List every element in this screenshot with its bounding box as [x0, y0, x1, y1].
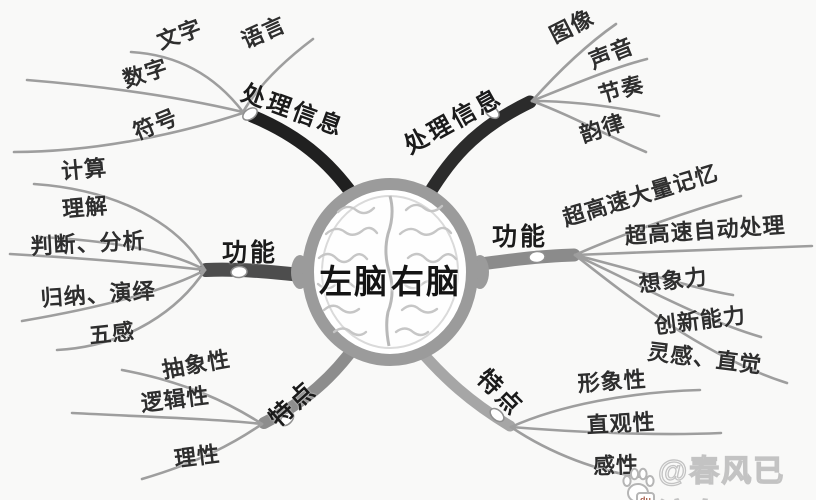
- line-luoji: [70, 411, 264, 426]
- line-memory: [573, 194, 743, 257]
- line-xingxiang: [509, 388, 702, 429]
- branch-beads: [230, 104, 546, 427]
- node-calculation: 计算: [60, 155, 109, 184]
- branch-left-traits: [258, 339, 362, 429]
- branch-label-left-function: 功能: [221, 239, 279, 267]
- line-shengyin: [530, 57, 649, 103]
- line-shuzi: [25, 78, 245, 114]
- line-imagination: [573, 253, 735, 297]
- line-chouxiang: [120, 368, 264, 426]
- node-rationality: 理性: [172, 441, 222, 472]
- line-innovation: [573, 253, 763, 339]
- bead: [230, 265, 248, 279]
- line-yunlv: [530, 99, 648, 154]
- watermark: du @春风已渡舟: [620, 446, 816, 500]
- line-auto-process: [573, 244, 814, 257]
- baidu-paw-icon: du: [620, 467, 656, 500]
- bead: [279, 411, 295, 427]
- line-lixing: [140, 422, 264, 481]
- node-intuitiveness: 直观性: [585, 409, 657, 438]
- node-figurativeness: 形象性: [576, 366, 648, 397]
- node-five-senses: 五感: [87, 318, 137, 349]
- leaf-lines: [8, 22, 814, 481]
- line-wugan: [55, 268, 207, 352]
- line-jiezou: [530, 99, 661, 118]
- node-comprehension: 理解: [61, 193, 110, 222]
- line-tuxiang: [530, 22, 618, 103]
- center-right-brain-label: 右脑: [391, 263, 461, 300]
- bead: [528, 250, 546, 264]
- brain-illustration: [291, 178, 489, 366]
- line-fuhao: [12, 111, 245, 154]
- brain-folds: [316, 203, 458, 337]
- bead: [489, 407, 505, 423]
- watermark-handle: @春风已渡舟: [657, 454, 786, 500]
- line-yuyan: [241, 37, 315, 114]
- paw-du-label: du: [640, 495, 651, 500]
- line-panduan: [8, 252, 207, 272]
- brain-fissure: [384, 195, 394, 347]
- line-zhiguan: [509, 425, 723, 436]
- line-wenzi: [129, 50, 245, 114]
- bead: [242, 107, 258, 121]
- line-guina: [20, 268, 207, 323]
- line-jisuan: [32, 182, 207, 272]
- branch-right-process-info: [417, 95, 537, 209]
- branch-label-right-function: 功能: [491, 223, 549, 251]
- node-judgment-analysis: 判断、分析: [29, 228, 147, 259]
- line-inspiration: [573, 253, 789, 385]
- line-lijie: [38, 235, 207, 272]
- bead: [484, 104, 500, 120]
- center-left-brain-label: 左脑: [319, 263, 389, 300]
